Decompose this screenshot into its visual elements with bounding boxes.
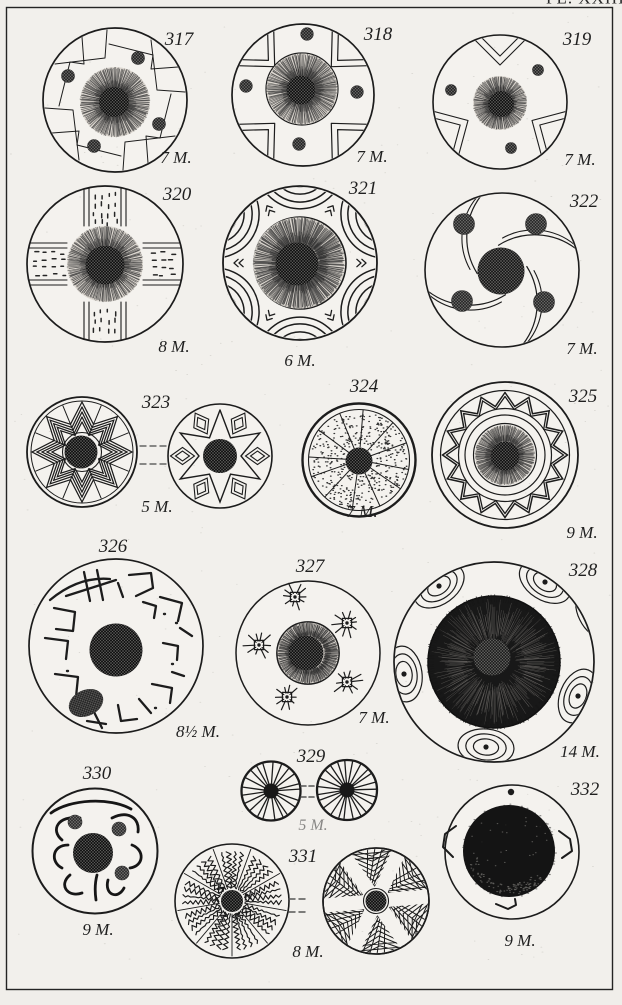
svg-text:7 M.: 7 M. bbox=[358, 708, 389, 727]
svg-text:326: 326 bbox=[98, 536, 128, 557]
svg-text:329: 329 bbox=[296, 746, 326, 767]
svg-text:327: 327 bbox=[295, 556, 326, 577]
svg-text:9 M.: 9 M. bbox=[504, 931, 535, 950]
svg-text:321: 321 bbox=[348, 178, 378, 199]
svg-text:322: 322 bbox=[569, 191, 599, 212]
svg-text:317: 317 bbox=[164, 29, 195, 50]
svg-text:7 M.: 7 M. bbox=[566, 339, 597, 358]
svg-text:5 M.: 5 M. bbox=[141, 497, 172, 516]
svg-text:7 M.: 7 M. bbox=[356, 147, 387, 166]
svg-text:330: 330 bbox=[82, 763, 112, 784]
svg-text:325: 325 bbox=[568, 386, 598, 407]
svg-text:332: 332 bbox=[570, 779, 600, 800]
svg-text:9 M.: 9 M. bbox=[82, 920, 113, 939]
svg-text:7 M.: 7 M. bbox=[160, 148, 191, 167]
svg-text:14 M.: 14 M. bbox=[560, 742, 600, 761]
svg-text:9 M.: 9 M. bbox=[566, 523, 597, 542]
svg-text:PL. XXIII.: PL. XXIII. bbox=[546, 0, 622, 8]
svg-text:5 M.: 5 M. bbox=[298, 817, 327, 834]
svg-text:328: 328 bbox=[568, 560, 598, 581]
svg-text:320: 320 bbox=[162, 184, 192, 205]
svg-text:318: 318 bbox=[363, 24, 393, 45]
svg-text:8 M.: 8 M. bbox=[292, 942, 323, 961]
svg-text:6 M.: 6 M. bbox=[284, 351, 315, 370]
svg-text:7 M.: 7 M. bbox=[346, 502, 377, 521]
svg-text:7 M.: 7 M. bbox=[564, 150, 595, 169]
svg-text:331: 331 bbox=[288, 846, 318, 867]
svg-text:319: 319 bbox=[562, 29, 592, 50]
svg-text:8½ M.: 8½ M. bbox=[176, 722, 220, 741]
svg-text:8 M.: 8 M. bbox=[158, 337, 189, 356]
svg-text:324: 324 bbox=[349, 376, 379, 397]
svg-text:323: 323 bbox=[141, 392, 171, 413]
